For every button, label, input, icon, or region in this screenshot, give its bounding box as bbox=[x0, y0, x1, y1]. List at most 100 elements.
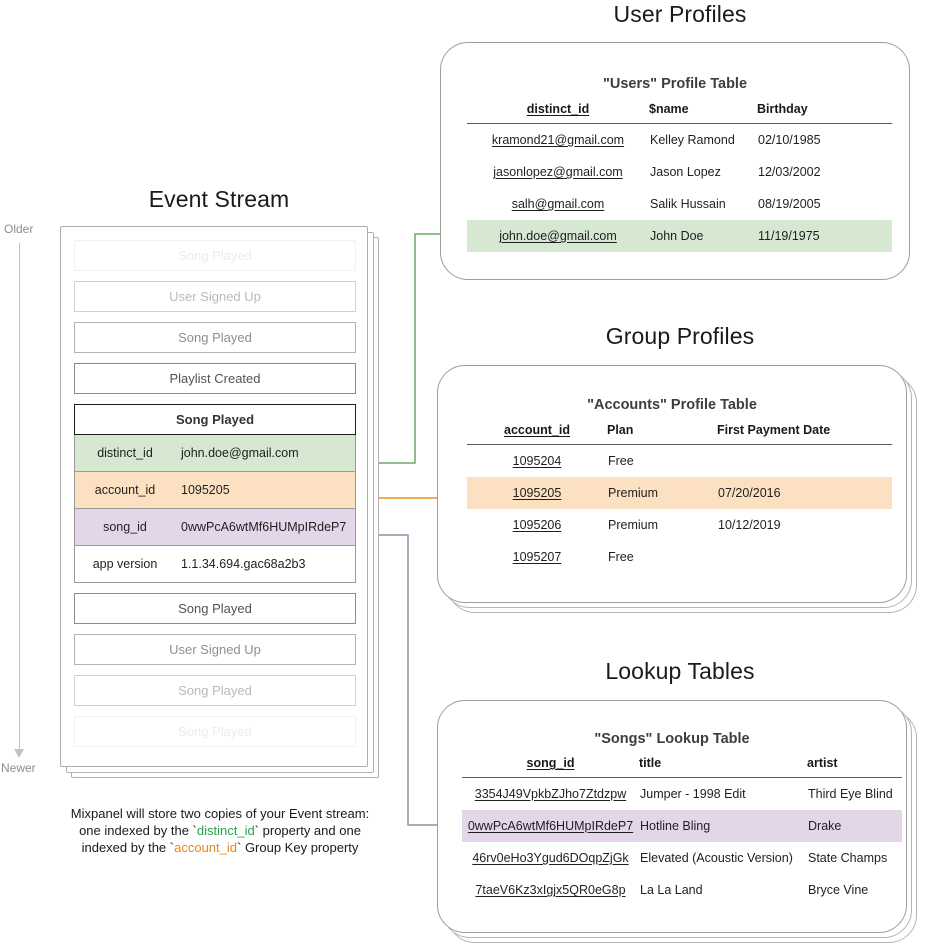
users-cell-distinct-id: jasonlopez@gmail.com bbox=[493, 165, 623, 179]
songs-table-header-row: song_id title artist bbox=[462, 756, 902, 777]
table-row[interactable]: kramond21@gmail.com Kelley Ramond 02/10/… bbox=[467, 124, 892, 157]
accounts-cell-account-id: 1095206 bbox=[512, 518, 562, 532]
table-row-highlighted[interactable]: 1095205 Premium 07/20/2016 bbox=[467, 477, 892, 509]
caption-line-3-pre: indexed by the ` bbox=[81, 840, 175, 855]
songs-cell-artist: State Champs bbox=[808, 851, 888, 865]
event-item[interactable]: User Signed Up bbox=[74, 634, 356, 665]
accounts-table-title: "Accounts" Profile Table bbox=[587, 397, 757, 413]
songs-cell-artist: Bryce Vine bbox=[808, 883, 869, 897]
caption-line-2-post: ` property and one bbox=[254, 823, 361, 838]
songs-card-stack: "Songs" Lookup Table song_id title artis… bbox=[437, 700, 917, 950]
caption-line-3: indexed by the `account_id` Group Key pr… bbox=[20, 839, 420, 856]
caption-token-account-id: account_id bbox=[174, 840, 237, 855]
accounts-cell-first-payment-date: 10/12/2019 bbox=[718, 518, 781, 532]
accounts-cell-plan: Free bbox=[608, 550, 634, 564]
songs-cell-title: Hotline Bling bbox=[639, 810, 807, 842]
accounts-cell-first-payment-date: 07/20/2016 bbox=[717, 477, 892, 509]
event-property-row: song_id 0wwPcA6wtMf6HUMpIRdeP7 bbox=[74, 509, 356, 546]
caption-line-1: Mixpanel will store two copies of your E… bbox=[70, 806, 370, 821]
event-item[interactable]: Song Played bbox=[74, 593, 356, 624]
users-cell-distinct-id: salh@gmail.com bbox=[511, 197, 605, 211]
timeline-newer-label: Newer bbox=[1, 761, 36, 775]
table-row-highlighted[interactable]: 0wwPcA6wtMf6HUMpIRdeP7 Hotline Bling Dra… bbox=[462, 810, 902, 842]
users-table-header-rule bbox=[467, 123, 892, 124]
users-cell-distinct-id: kramond21@gmail.com bbox=[491, 133, 625, 147]
users-cell-name: John Doe bbox=[649, 220, 757, 252]
event-item[interactable]: Song Played bbox=[74, 322, 356, 353]
table-row[interactable]: 46rv0eHo3Ygud6DOqpZjGk Elevated (Acousti… bbox=[462, 842, 902, 874]
table-row-highlighted[interactable]: john.doe@gmail.com John Doe 11/19/1975 bbox=[467, 220, 892, 252]
timeline-arrow-icon bbox=[14, 749, 24, 758]
expanded-event-name[interactable]: Song Played bbox=[74, 404, 356, 435]
event-item[interactable]: Song Played bbox=[74, 716, 356, 747]
users-card-stack: "Users" Profile Table distinct_id $name … bbox=[440, 42, 915, 282]
songs-cell-song-id: 3354J49VpkbZJho7Ztdzpw bbox=[474, 787, 627, 801]
table-row[interactable]: jasonlopez@gmail.com Jason Lopez 12/03/2… bbox=[467, 156, 892, 188]
event-item[interactable]: Playlist Created bbox=[74, 363, 356, 394]
users-table-title: "Users" Profile Table bbox=[602, 76, 748, 92]
table-row[interactable]: 1095207 Free bbox=[467, 541, 892, 573]
songs-cell-artist: Third Eye Blind bbox=[808, 787, 893, 801]
timeline-axis bbox=[19, 243, 20, 756]
users-col-name: $name bbox=[649, 102, 689, 116]
accounts-cell-account-id: 1095204 bbox=[512, 454, 562, 468]
users-cell-birthday: 02/10/1985 bbox=[758, 133, 821, 147]
accounts-table-header-row: account_id Plan First Payment Date bbox=[467, 423, 892, 444]
users-cell-name: Kelley Ramond bbox=[650, 133, 735, 147]
event-property-key: account_id bbox=[94, 483, 156, 497]
songs-table: song_id title artist 3354J49VpkbZJho7Ztd… bbox=[462, 756, 902, 906]
caption-line-2-pre: one indexed by the ` bbox=[79, 823, 197, 838]
event-property-key: song_id bbox=[103, 520, 147, 534]
caption-line-2: one indexed by the `distinct_id` propert… bbox=[20, 822, 420, 839]
lookup-tables-title: Lookup Tables bbox=[605, 658, 755, 684]
table-row[interactable]: salh@gmail.com Salik Hussain 08/19/2005 bbox=[467, 188, 892, 220]
accounts-col-plan: Plan bbox=[607, 423, 634, 437]
event-item[interactable]: User Signed Up bbox=[74, 281, 356, 312]
songs-cell-song-id: 7taeV6Kz3xIgjx5QR0eG8p bbox=[475, 883, 626, 897]
songs-cell-title: La La Land bbox=[640, 883, 703, 897]
event-item[interactable]: Song Played bbox=[74, 240, 356, 271]
songs-cell-song-id: 0wwPcA6wtMf6HUMpIRdeP7 bbox=[462, 810, 639, 842]
accounts-cell-first-payment-date bbox=[717, 445, 892, 478]
users-cell-birthday: 08/19/2005 bbox=[758, 197, 821, 211]
songs-col-title: title bbox=[639, 756, 662, 770]
event-property-value: john.doe@gmail.com bbox=[181, 446, 299, 460]
event-item[interactable]: Song Played bbox=[74, 675, 356, 706]
table-row[interactable]: 3354J49VpkbZJho7Ztdzpw Jumper - 1998 Edi… bbox=[462, 778, 902, 811]
caption-line-3-post: ` Group Key property bbox=[237, 840, 359, 855]
accounts-col-account-id: account_id bbox=[504, 423, 570, 437]
songs-col-artist: artist bbox=[807, 756, 838, 770]
accounts-cell-plan: Premium bbox=[607, 477, 717, 509]
songs-table-title: "Songs" Lookup Table bbox=[594, 731, 750, 747]
songs-table-header-rule bbox=[462, 777, 902, 778]
accounts-table: account_id Plan First Payment Date 10952… bbox=[467, 423, 892, 573]
users-table-header-row: distinct_id $name Birthday bbox=[467, 102, 892, 123]
table-row[interactable]: 1095204 Free bbox=[467, 445, 892, 478]
event-stream-card: Song Played User Signed Up Song Played P… bbox=[60, 226, 368, 767]
table-row[interactable]: 1095206 Premium 10/12/2019 bbox=[467, 509, 892, 541]
event-property-key: app version bbox=[92, 557, 158, 571]
users-col-birthday: Birthday bbox=[757, 102, 808, 116]
accounts-cell-plan: Free bbox=[608, 454, 634, 468]
users-cell-name: Jason Lopez bbox=[650, 165, 721, 179]
users-cell-distinct-id: john.doe@gmail.com bbox=[467, 220, 649, 252]
users-cell-birthday: 11/19/1975 bbox=[757, 220, 892, 252]
accounts-cell-account-id: 1095207 bbox=[512, 550, 562, 564]
songs-cell-title: Elevated (Acoustic Version) bbox=[640, 851, 793, 865]
accounts-cell-plan: Premium bbox=[608, 518, 659, 532]
event-stream-stack: Song Played User Signed Up Song Played P… bbox=[60, 226, 379, 778]
event-property-value: 1.1.34.694.gac68a2b3 bbox=[181, 557, 306, 571]
accounts-card-stack: "Accounts" Profile Table account_id Plan… bbox=[437, 365, 917, 620]
table-row[interactable]: 7taeV6Kz3xIgjx5QR0eG8p La La Land Bryce … bbox=[462, 874, 902, 906]
stream-caption: Mixpanel will store two copies of your E… bbox=[20, 805, 420, 856]
users-table: distinct_id $name Birthday kramond21@gma… bbox=[467, 102, 892, 252]
event-list: Song Played User Signed Up Song Played P… bbox=[74, 240, 356, 757]
users-cell-birthday: 12/03/2002 bbox=[758, 165, 821, 179]
users-cell-name: Salik Hussain bbox=[650, 197, 726, 211]
songs-cell-song-id: 46rv0eHo3Ygud6DOqpZjGk bbox=[472, 851, 629, 865]
accounts-cell-first-payment-date bbox=[717, 541, 892, 573]
songs-cell-artist: Drake bbox=[807, 810, 902, 842]
event-property-value: 1095205 bbox=[181, 483, 230, 497]
accounts-col-first-payment-date: First Payment Date bbox=[717, 423, 831, 437]
